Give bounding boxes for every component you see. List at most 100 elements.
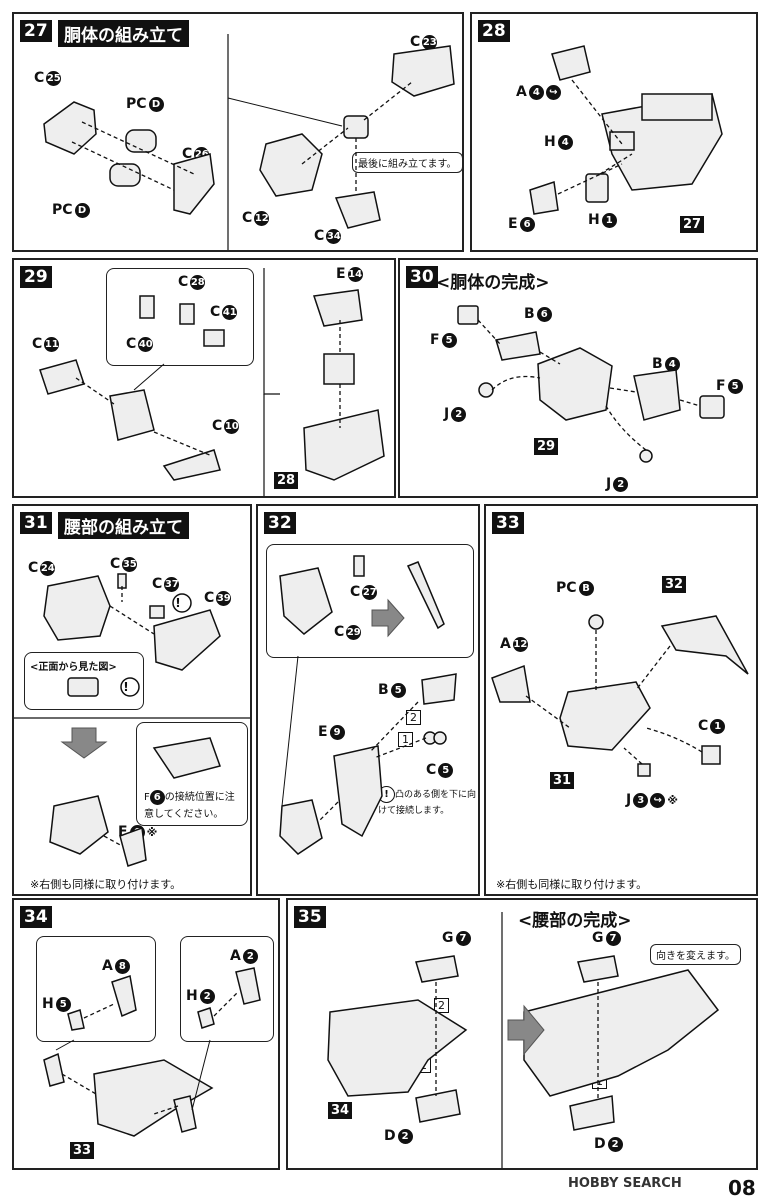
label-circle: 2 — [397, 1128, 413, 1144]
label-circle: 14 — [347, 266, 363, 282]
label-circle: 5 — [438, 762, 454, 778]
label-circle: 1 — [710, 718, 726, 734]
label-circle: 37 — [164, 576, 180, 592]
step-27-title: 胴体の組み立て — [58, 20, 189, 47]
step-34-number: 34 — [20, 906, 52, 928]
step-34-ref: 33 — [70, 1142, 95, 1159]
star-mark: ※ — [667, 793, 678, 807]
step-32-parts-drawing — [279, 555, 457, 855]
label-circle: 35 — [122, 556, 138, 572]
step-29-ref: 28 — [274, 472, 299, 489]
label-circle: 2 — [451, 406, 467, 422]
label-circle: 9 — [329, 724, 345, 740]
label-circle: 6 — [519, 216, 535, 232]
step-34-detail-left — [36, 936, 156, 1042]
caution-icon: ! — [175, 596, 180, 610]
label-letter: C — [410, 34, 421, 50]
label-circle: B — [578, 580, 594, 596]
label-circle: 6 — [536, 306, 552, 322]
label-letter: A — [102, 958, 113, 974]
step-28-number: 28 — [478, 20, 510, 42]
step-35-panel: 35 <腰部の完成> G7 D2 G7 D2 2 1 2 1 34 向きを変えま… — [286, 898, 758, 1170]
label-letter: J — [444, 406, 450, 422]
label-circle: 25 — [46, 70, 62, 86]
hook-icon: ↪ — [545, 84, 561, 100]
mirror-note: ※右側も同様に取り付けます。 — [496, 878, 648, 891]
label-circle: 41 — [222, 304, 238, 320]
label-letter: E — [336, 266, 346, 282]
label-letter: H — [186, 988, 198, 1004]
label-letter: C — [334, 624, 345, 640]
f6-note-text: の接続位置に注意してください。 — [144, 792, 235, 820]
label-circle: 39 — [216, 590, 232, 606]
step-34-parts-drawing — [43, 967, 261, 1137]
label-letter: C — [242, 210, 253, 226]
label-letter: B — [652, 356, 663, 372]
label-circle: 4 — [664, 356, 680, 372]
label-circle: 5 — [727, 378, 743, 394]
label-circle: 10 — [224, 418, 240, 434]
label-circle: 28 — [190, 274, 206, 290]
label-letter: B — [524, 306, 535, 322]
step-31-parts-drawing: ! ! — [14, 573, 250, 867]
label-circle: 2 — [242, 948, 258, 964]
label-letter: B — [378, 682, 389, 698]
label-letter: C — [152, 576, 163, 592]
label-letter: G — [592, 930, 604, 946]
label-letter: F — [716, 378, 726, 394]
step-30-title: <胴体の完成> — [436, 273, 550, 293]
label-letter: H — [42, 996, 54, 1012]
step-35-bubble: 向きを変えます。 — [650, 944, 741, 965]
hook-icon: ↪ — [650, 792, 666, 808]
label-letter: C — [28, 560, 39, 576]
label-letter: PC — [52, 202, 73, 218]
step-35-parts-drawing — [327, 912, 720, 1168]
label-letter: C — [426, 762, 437, 778]
label-letter: F — [118, 824, 128, 840]
label-letter: PC — [556, 580, 577, 596]
label-circle: 27 — [362, 584, 378, 600]
step-32-number: 32 — [264, 512, 296, 534]
label-circle: 7 — [605, 930, 621, 946]
label-circle: 11 — [44, 336, 60, 352]
label-letter: C — [698, 718, 709, 734]
label-letter: PC — [126, 96, 147, 112]
step-35-title: <腰部の完成> — [518, 911, 632, 931]
label-circle: 2 — [613, 476, 629, 492]
label-letter: A — [500, 636, 511, 652]
label-letter: J — [606, 476, 612, 492]
page-number: 08 — [728, 1176, 756, 1200]
label-letter: A — [230, 948, 241, 964]
right-arrow-icon — [507, 1004, 545, 1056]
step-33-ref-32: 32 — [662, 576, 687, 593]
